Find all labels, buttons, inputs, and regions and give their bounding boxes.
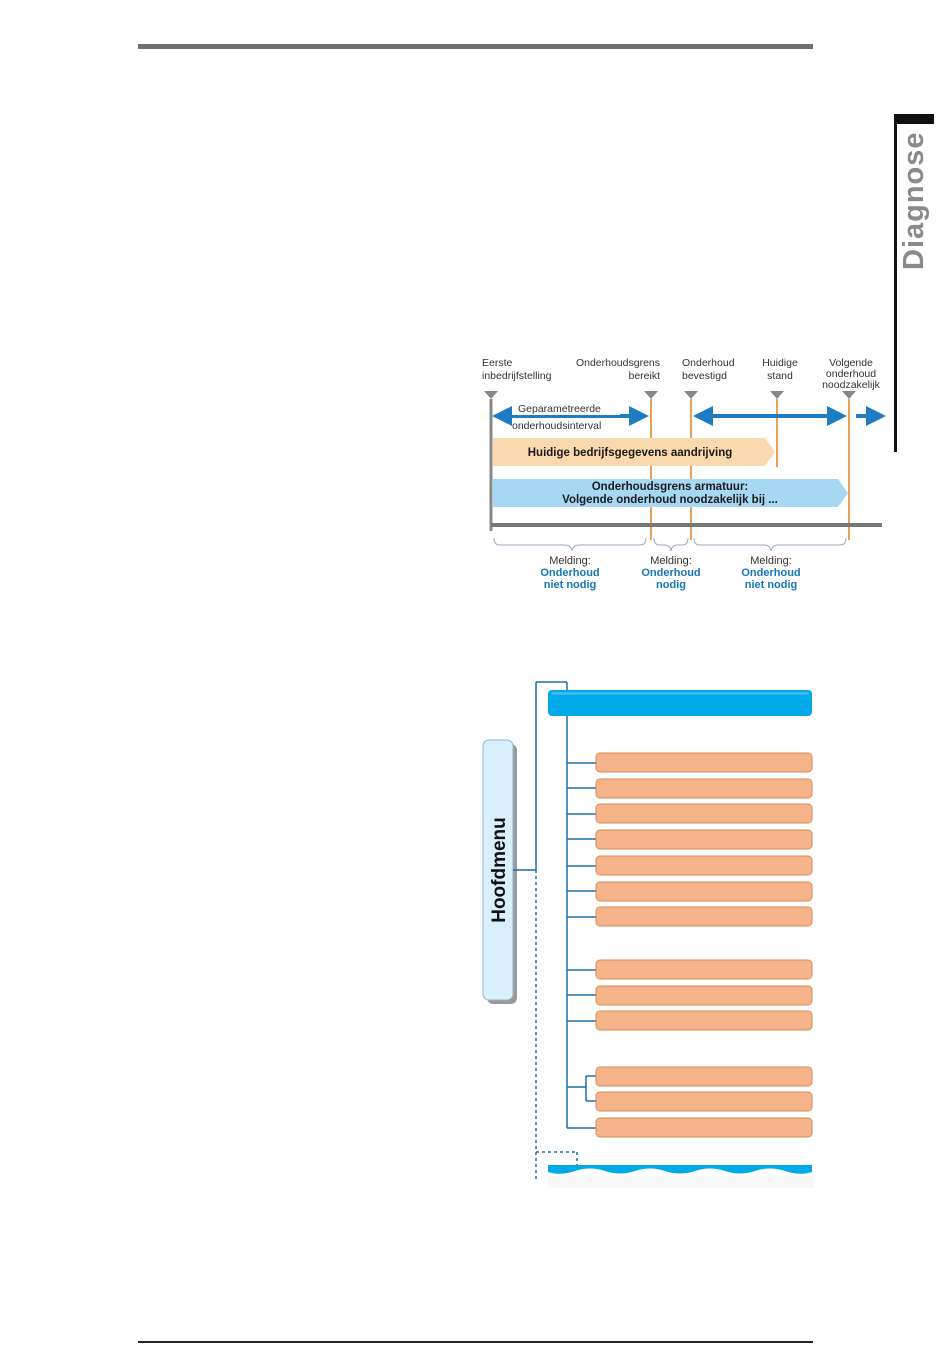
marker-4-line2: stand [767,370,793,382]
message-1-line1: Onderhoud [540,567,599,579]
menu-item [595,1091,813,1112]
menu-item [595,803,813,824]
menu-item [595,906,813,927]
message-1-line2: niet nodig [544,579,597,591]
menu-item [595,1066,813,1087]
bar-drive-operating-data-label: Huidige bedrijfsgegevens aandrijving [528,447,733,459]
main-menu-title: Hoofdmenu [489,817,510,923]
interval-label-line1: Geparametreerde [518,403,601,415]
interval-label-line2: onderhoudsinterval [512,420,601,432]
marker-5-line2: onderhoud [826,368,876,380]
bar-maintenance-limit [493,479,848,507]
message-3-line2: niet nodig [745,579,798,591]
marker-2-line1: Onderhoudsgrens [576,357,660,369]
brace-3 [693,537,847,552]
menu-item [595,778,813,799]
bar-maintenance-limit-line2: Volgende onderhoud noodzakelijk bij ... [562,494,778,506]
menu-item [595,1010,813,1031]
marker-1-line2: inbedrijfstelling [482,370,552,382]
message-3-label: Melding: [750,555,792,567]
message-3-line1: Onderhoud [741,567,800,579]
marker-5-line3: noodzakelijk [822,379,881,391]
brace-2 [653,537,689,552]
menu-item [595,1117,813,1138]
menu-item [595,881,813,902]
marker-4-line1: Huidige [762,357,798,369]
menu-item [595,985,813,1006]
menu-tree-diagram: Hoofdmenu [482,681,814,1188]
message-2-line2: nodig [656,579,686,591]
bar-maintenance-limit-line1: Onderhoudsgrens armatuur: [592,481,749,493]
marker-5-line1: Volgende [829,357,873,369]
menu-item [595,829,813,850]
triangle-marker-5 [842,391,856,399]
menu-item [595,855,813,876]
brace-1 [493,537,647,552]
menu-items [595,752,813,1138]
message-1-label: Melding: [549,555,591,567]
message-2-line1: Onderhoud [641,567,700,579]
marker-3-line1: Onderhoud [682,357,735,369]
marker-1-line1: Eerste [482,357,513,369]
menu-item [595,752,813,773]
side-tab-line [894,114,897,452]
triangle-marker-1 [484,391,498,399]
triangle-marker-3 [684,391,698,399]
menu-dashed-connectors [535,870,578,1182]
bottom-rule [138,1341,813,1343]
menu-header-bar [548,690,812,716]
side-tab-marker [894,114,934,124]
menu-connectors [513,681,596,1129]
triangle-marker-4 [770,391,784,399]
marker-2-line2: bereikt [628,370,660,382]
marker-3-line2: bevestigd [682,370,727,382]
menu-footer-bar-cut [548,1165,812,1174]
triangle-marker-2 [644,391,658,399]
bar-drive-operating-data [493,438,775,466]
braces [493,537,847,552]
top-rule [138,44,813,49]
interval-label-bg [512,402,620,415]
menu-item [595,959,813,980]
triangle-markers [484,391,856,399]
marker-labels: Eerste inbedrijfstelling Onderhoudsgrens… [482,357,881,391]
message-2-label: Melding: [650,555,692,567]
